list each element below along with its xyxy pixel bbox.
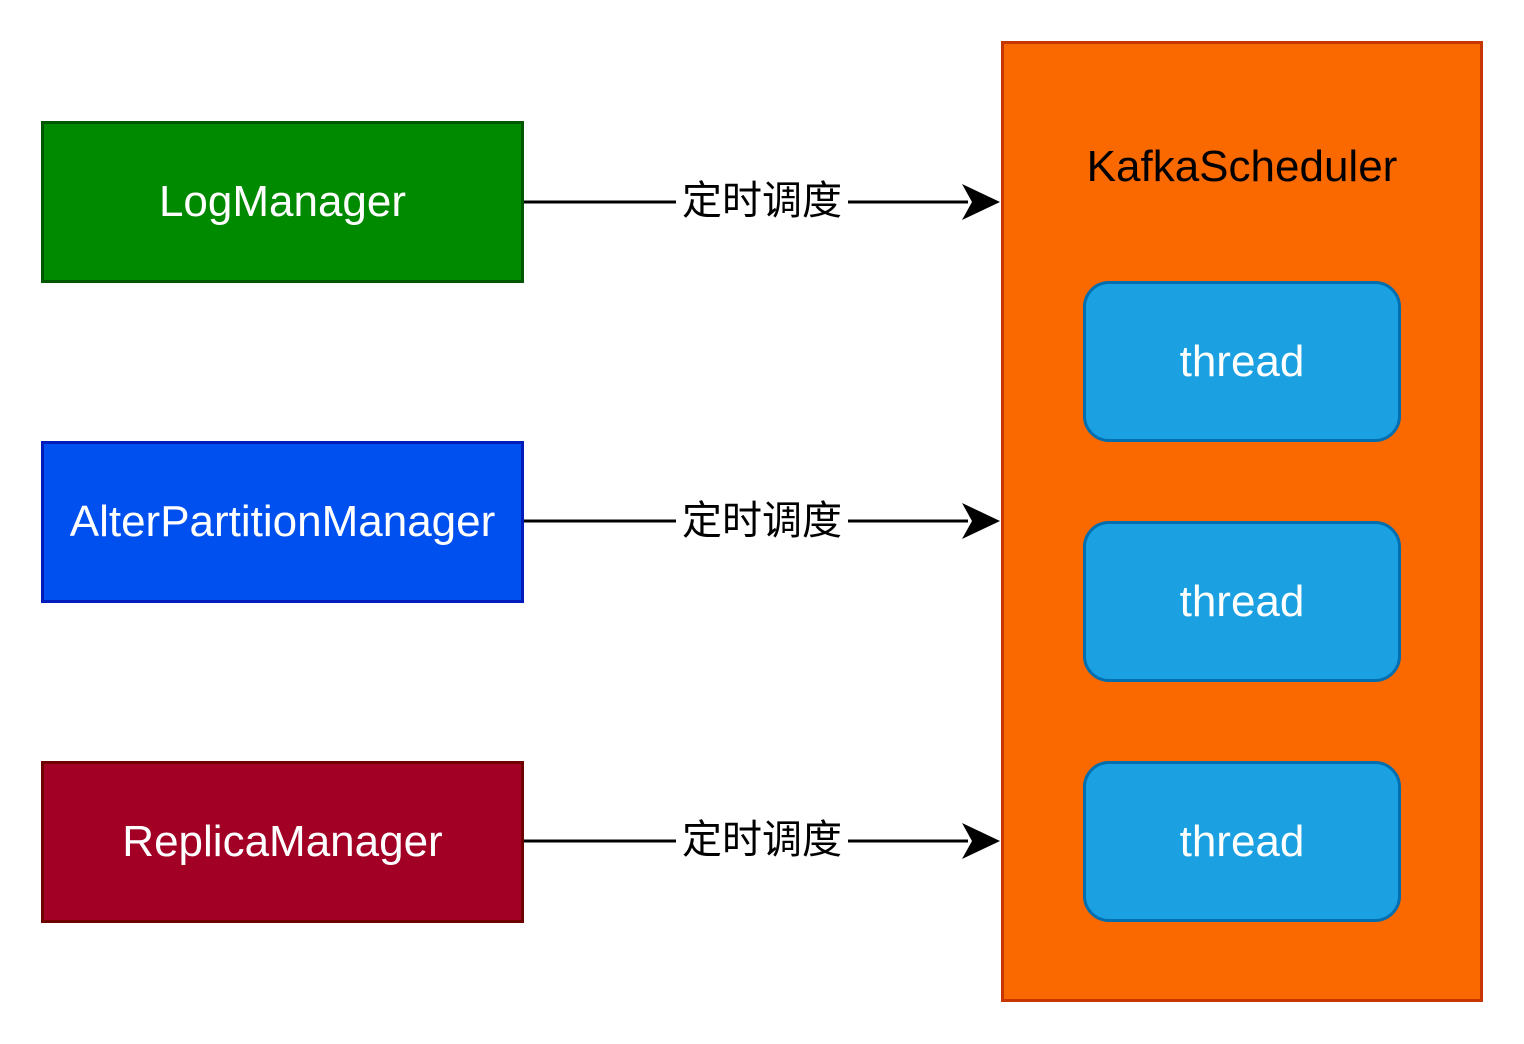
edge-label-schedule: 定时调度 (676, 497, 848, 545)
alter-partition-manager-box: AlterPartitionManager (41, 441, 524, 603)
thread-box: thread (1083, 761, 1401, 922)
replica-manager-box: ReplicaManager (41, 761, 524, 923)
log-manager-box: LogManager (41, 121, 524, 283)
thread-label: thread (1179, 816, 1305, 866)
thread-box: thread (1083, 281, 1401, 442)
alter-partition-manager-label: AlterPartitionManager (69, 497, 496, 546)
replica-manager-label: ReplicaManager (122, 817, 443, 866)
edge-label-schedule: 定时调度 (676, 816, 848, 864)
thread-label: thread (1179, 576, 1305, 626)
thread-box: thread (1083, 521, 1401, 682)
log-manager-label: LogManager (158, 177, 407, 226)
kafka-scheduler-title: KafkaScheduler (1086, 142, 1398, 191)
thread-label: thread (1179, 336, 1305, 386)
edge-label-schedule: 定时调度 (676, 177, 848, 225)
